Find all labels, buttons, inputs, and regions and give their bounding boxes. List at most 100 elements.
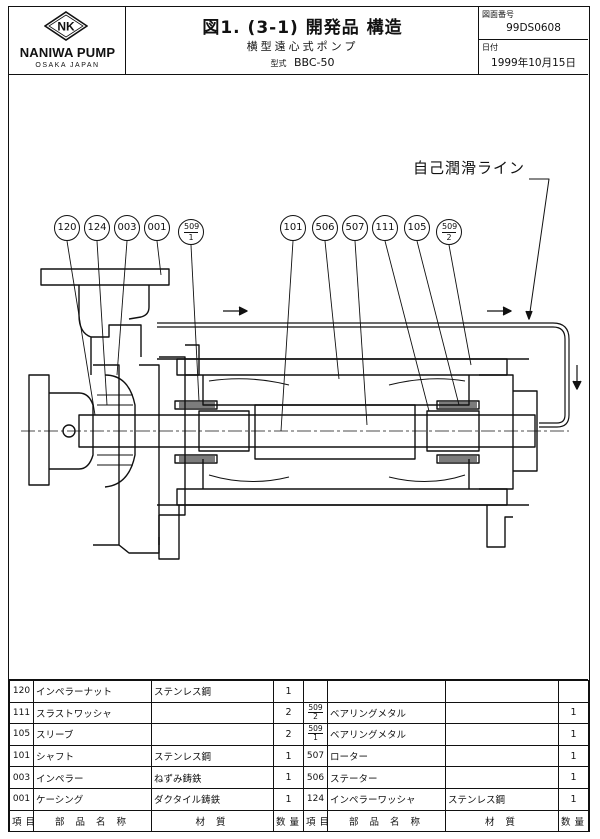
drawing-number-row: 図面番号 99DS0608 — [479, 7, 588, 40]
page-title: 図1. (3-1) 開発品 構造 — [202, 18, 403, 38]
part-quantity: 1 — [273, 744, 304, 768]
part-material — [445, 701, 559, 725]
part-quantity: 1 — [558, 787, 589, 811]
meta-cell: 図面番号 99DS0608 日付 1999年10月15日 — [479, 7, 588, 74]
part-number: 124 — [303, 787, 328, 811]
header-no: 項目 — [303, 809, 328, 833]
header-material: 材 質 — [151, 809, 274, 833]
balloon-506: 506 — [312, 215, 338, 241]
part-material: ステンレス鋼 — [151, 744, 274, 768]
discharge-flange — [40, 268, 170, 286]
page-subtitle: 横型遠心式ポンプ — [246, 40, 359, 53]
suction-flange — [28, 374, 50, 486]
part-number: 003 — [9, 766, 34, 789]
header-name: 部 品 名 称 — [327, 809, 446, 833]
part-number: 120 — [9, 680, 34, 703]
balloon-124: 124 — [84, 215, 110, 241]
part-name: ケーシング — [33, 787, 152, 811]
balloon-509-1-den: 1 — [188, 233, 194, 242]
part-name: シャフト — [33, 744, 152, 768]
part-quantity: 2 — [273, 701, 304, 725]
part-name: スラストワッシャ — [33, 701, 152, 725]
model-label: 型式 — [270, 59, 287, 68]
part-material — [445, 744, 559, 768]
part-quantity: 1 — [273, 680, 304, 703]
part-name: インペラーワッシャ — [327, 787, 446, 811]
balloon-507: 507 — [342, 215, 368, 241]
drawing-number-label: 図面番号 — [482, 10, 514, 19]
parts-header-row: 項目部 品 名 称材 質数量 — [303, 809, 589, 833]
part-quantity: 1 — [273, 766, 304, 789]
balloon-101: 101 — [280, 215, 306, 241]
date-row: 日付 1999年10月15日 — [479, 40, 588, 73]
balloon-509-2: 509 2 — [436, 219, 462, 245]
part-number: 111 — [9, 701, 34, 725]
logo-cell: NK NANIWA PUMP OSAKA JAPAN — [9, 7, 126, 74]
part-material: ねずみ鋳鉄 — [151, 766, 274, 789]
brand-location: OSAKA JAPAN — [35, 62, 100, 69]
balloon-120: 120 — [54, 215, 80, 241]
model-value: BBC-50 — [293, 56, 335, 69]
part-number: 101 — [9, 744, 34, 768]
part-material — [445, 723, 559, 746]
part-material — [445, 680, 559, 703]
part-quantity — [558, 680, 589, 703]
part-number: 105 — [9, 723, 34, 746]
balloon-509-2-num: 509 — [442, 222, 458, 233]
part-name — [327, 680, 446, 703]
drawing-sheet: NK NANIWA PUMP OSAKA JAPAN 図1. (3-1) 開発品… — [8, 6, 590, 833]
part-quantity: 1 — [558, 744, 589, 768]
part-material: ステンレス鋼 — [445, 787, 559, 811]
part-name: ベアリングメタル — [327, 701, 446, 725]
brand-name: NANIWA PUMP — [19, 45, 116, 60]
balloon-001: 001 — [144, 215, 170, 241]
part-material — [151, 723, 274, 746]
part-material: ダクタイル鋳鉄 — [151, 787, 274, 811]
balloon-105: 105 — [404, 215, 430, 241]
part-quantity: 2 — [273, 723, 304, 746]
balloon-509-2-den: 2 — [446, 233, 452, 242]
self-lubrication-line-label: 自己潤滑ライン — [413, 159, 526, 177]
logo-mark-text: NK — [57, 20, 75, 34]
part-number-numerator: 509 — [308, 702, 323, 713]
header-material: 材 質 — [445, 809, 559, 833]
part-number-denominator: 1 — [313, 733, 318, 743]
title-block: NK NANIWA PUMP OSAKA JAPAN 図1. (3-1) 開発品… — [9, 7, 588, 75]
part-quantity: 1 — [558, 723, 589, 746]
part-name: ベアリングメタル — [327, 723, 446, 746]
part-name: ローター — [327, 744, 446, 768]
header-no: 項目 — [9, 809, 34, 833]
part-number: 507 — [303, 744, 328, 768]
balloon-509-1-num: 509 — [184, 222, 200, 233]
part-quantity: 1 — [273, 787, 304, 811]
pump-cross-section: 自己潤滑ライン 120 124 003 001 509 1 101 506 50… — [9, 75, 588, 679]
part-name: ステーター — [327, 766, 446, 789]
part-quantity: 1 — [558, 701, 589, 725]
part-name: インペラー — [33, 766, 152, 789]
part-material — [445, 766, 559, 789]
date-label: 日付 — [482, 43, 498, 52]
part-material — [151, 701, 274, 725]
parts-header-row: 項目部 品 名 称材 質数量 — [9, 809, 304, 833]
header-name: 部 品 名 称 — [33, 809, 152, 833]
part-material: ステンレス鋼 — [151, 680, 274, 703]
header-qty: 数量 — [558, 809, 589, 833]
balloon-111: 111 — [372, 215, 398, 241]
part-number: 506 — [303, 766, 328, 789]
part-quantity: 1 — [558, 766, 589, 789]
